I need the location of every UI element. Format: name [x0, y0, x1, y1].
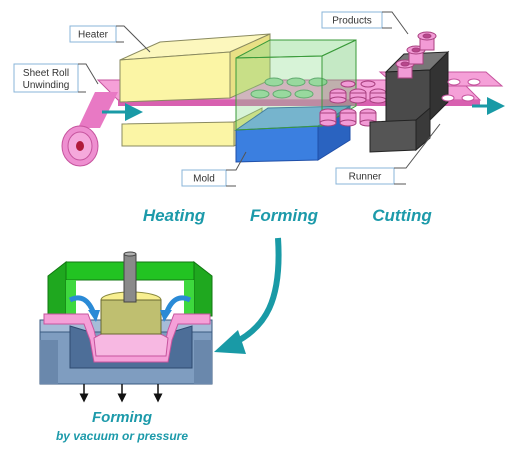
forming-chamber [235, 39, 357, 131]
runner-label: Runner [349, 172, 382, 183]
callout-runner: Runner [335, 123, 441, 185]
sheet-roll [61, 92, 118, 167]
stage-cutting-label: Cutting [372, 206, 432, 225]
callout-mold: Mold [181, 151, 247, 187]
products-label: Products [332, 16, 371, 27]
detail-pointer-arrow [214, 237, 282, 354]
stage-forming-label: Forming [250, 206, 319, 225]
mold-label: Mold [193, 174, 215, 185]
heater-upper [119, 33, 271, 103]
callout-products: Products [321, 11, 409, 35]
stacked-products [395, 31, 437, 79]
sheet-roll-label-line2: Unwinding [23, 80, 70, 91]
formed-product-rows [319, 80, 387, 127]
heater-label: Heater [78, 30, 109, 41]
callout-sheet-roll: Sheet Roll Unwinding [13, 63, 99, 93]
runner-holes [441, 78, 481, 102]
callout-heater: Heater [69, 25, 151, 53]
detail-title: Forming [92, 409, 152, 426]
stage-heating-label: Heating [143, 206, 206, 225]
forming-detail [39, 251, 213, 403]
detail-subtitle: by vacuum or pressure [56, 429, 188, 443]
sheet-roll-label-line1: Sheet Roll [23, 68, 69, 79]
